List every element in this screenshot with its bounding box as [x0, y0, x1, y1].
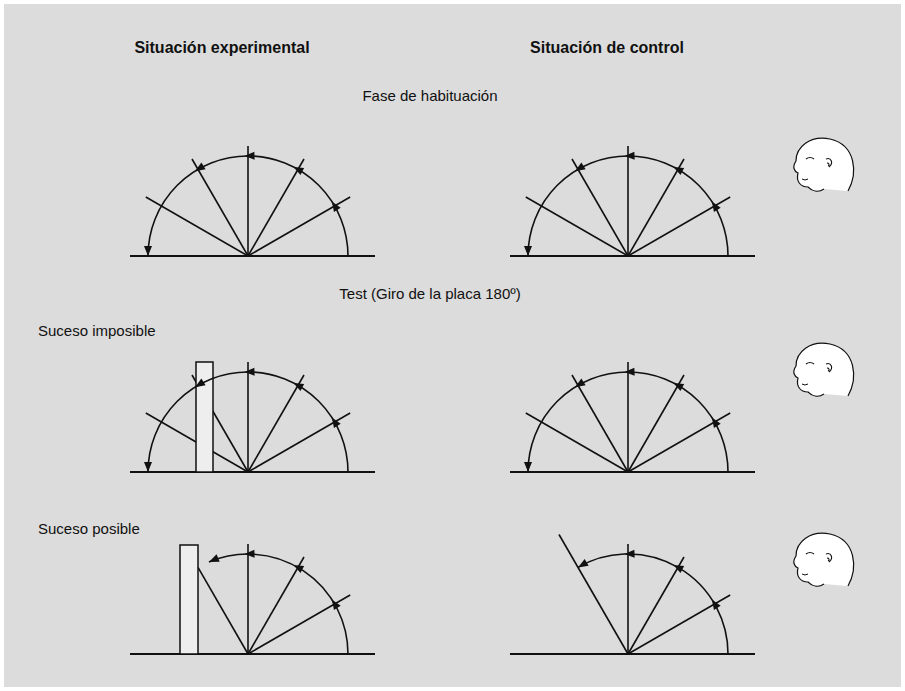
plate-position	[248, 413, 350, 472]
arrow-head	[195, 379, 206, 388]
rotation-arc	[148, 372, 348, 472]
rotation-arc	[148, 156, 348, 256]
plate-position	[192, 159, 248, 256]
plate-position	[247, 544, 249, 654]
arrow-head	[575, 379, 586, 388]
arrow-head	[625, 368, 635, 376]
arrow-head	[245, 550, 255, 558]
arrow-head	[673, 565, 684, 573]
baby-eye	[806, 363, 814, 365]
plate-position	[628, 595, 730, 654]
base-line	[510, 653, 755, 655]
plate-position	[572, 159, 628, 256]
baby-ear	[826, 364, 832, 372]
arrow-head	[332, 600, 341, 611]
baby-head	[794, 138, 854, 191]
arrow-head	[293, 167, 304, 175]
arrow-head	[625, 550, 635, 558]
plate-position	[248, 595, 350, 654]
plate-position	[628, 159, 684, 256]
arrow-head	[673, 383, 684, 391]
arrow-head	[144, 462, 152, 472]
arrow-head	[575, 163, 586, 172]
plate-position	[627, 544, 629, 654]
base-line	[510, 255, 755, 257]
plate-position	[248, 197, 350, 256]
rotation-arc	[528, 156, 728, 256]
plate-position	[247, 362, 249, 472]
phase-label: Test (Giro de la placa 180º)	[339, 285, 520, 303]
plate-position	[572, 375, 628, 472]
arrow-head	[245, 368, 255, 376]
baby-mouth	[802, 574, 808, 575]
baby-ear	[826, 554, 832, 562]
rotation-arc	[209, 554, 348, 654]
base-line	[130, 471, 375, 473]
baby-mouth	[802, 179, 808, 180]
block-box	[180, 545, 198, 654]
plate-position	[247, 146, 249, 256]
arrow-head	[293, 565, 304, 573]
plate-position	[248, 557, 304, 654]
arrow-head	[578, 559, 589, 567]
baby-mouth	[802, 384, 808, 385]
baby-ear	[826, 159, 832, 167]
plate-position	[628, 413, 730, 472]
background-panel	[4, 4, 901, 687]
base-line	[130, 255, 375, 257]
plate-position	[628, 557, 684, 654]
plate-position	[627, 146, 629, 256]
phase-label: Fase de habituación	[362, 87, 497, 105]
baby-eye	[806, 158, 814, 160]
rotation-arc	[578, 554, 728, 654]
baby-head	[794, 343, 854, 396]
arrow-head	[625, 152, 635, 160]
plate-position	[248, 159, 304, 256]
plate-position	[248, 375, 304, 472]
plate-position	[628, 375, 684, 472]
baby-head	[794, 533, 854, 586]
plate-position	[559, 534, 628, 654]
arrow-head	[712, 600, 721, 611]
arrow-head	[195, 163, 206, 172]
plate-position	[628, 197, 730, 256]
base-line	[130, 653, 375, 655]
plate-position	[198, 567, 248, 654]
arrow-head	[332, 418, 341, 429]
phase-label: Suceso imposible	[38, 322, 156, 340]
rotation-arc	[528, 372, 728, 472]
arrow-head	[245, 152, 255, 160]
arrow-head	[332, 202, 341, 213]
arrow-head	[712, 202, 721, 213]
plate-position	[627, 362, 629, 472]
phase-label: Suceso posible	[38, 520, 140, 538]
arrow-head	[524, 246, 532, 256]
arrow-head	[209, 554, 220, 562]
arrow-head	[673, 167, 684, 175]
column-heading: Situación de control	[530, 38, 684, 57]
column-heading: Situación experimental	[134, 38, 309, 57]
arrow-head	[524, 462, 532, 472]
base-line	[510, 471, 755, 473]
arrow-head	[293, 383, 304, 391]
arrow-head	[144, 246, 152, 256]
baby-eye	[806, 553, 814, 555]
arrow-head	[712, 418, 721, 429]
